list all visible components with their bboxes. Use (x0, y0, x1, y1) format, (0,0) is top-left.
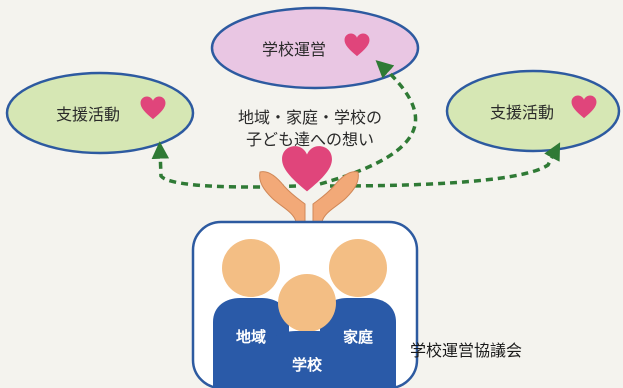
center-message: 地域・家庭・学校の 子ども達への想い (238, 108, 382, 149)
person-home-label: 家庭 (343, 328, 374, 346)
node-top-label: 学校運営 (262, 40, 326, 59)
arrow-to-right (329, 142, 561, 188)
person-community-label: 地域 (236, 328, 266, 346)
person-home: 家庭 (320, 239, 396, 388)
arrow-to-top (319, 60, 418, 186)
center-message-line1: 地域・家庭・学校の (238, 108, 382, 127)
node-right-support-activity: 支援活動 (445, 69, 621, 153)
node-top-school-management: 学校運営 (210, 6, 420, 90)
person-school-label: 学校 (292, 356, 323, 374)
node-right-label: 支援活動 (490, 103, 554, 122)
node-left-label: 支援活動 (56, 105, 120, 124)
center-message-line2: 子ども達への想い (246, 130, 374, 149)
person-school: 学校 (266, 274, 348, 388)
council-label: 学校運営協議会 (410, 341, 522, 360)
node-left-support-activity: 支援活動 (5, 71, 195, 155)
